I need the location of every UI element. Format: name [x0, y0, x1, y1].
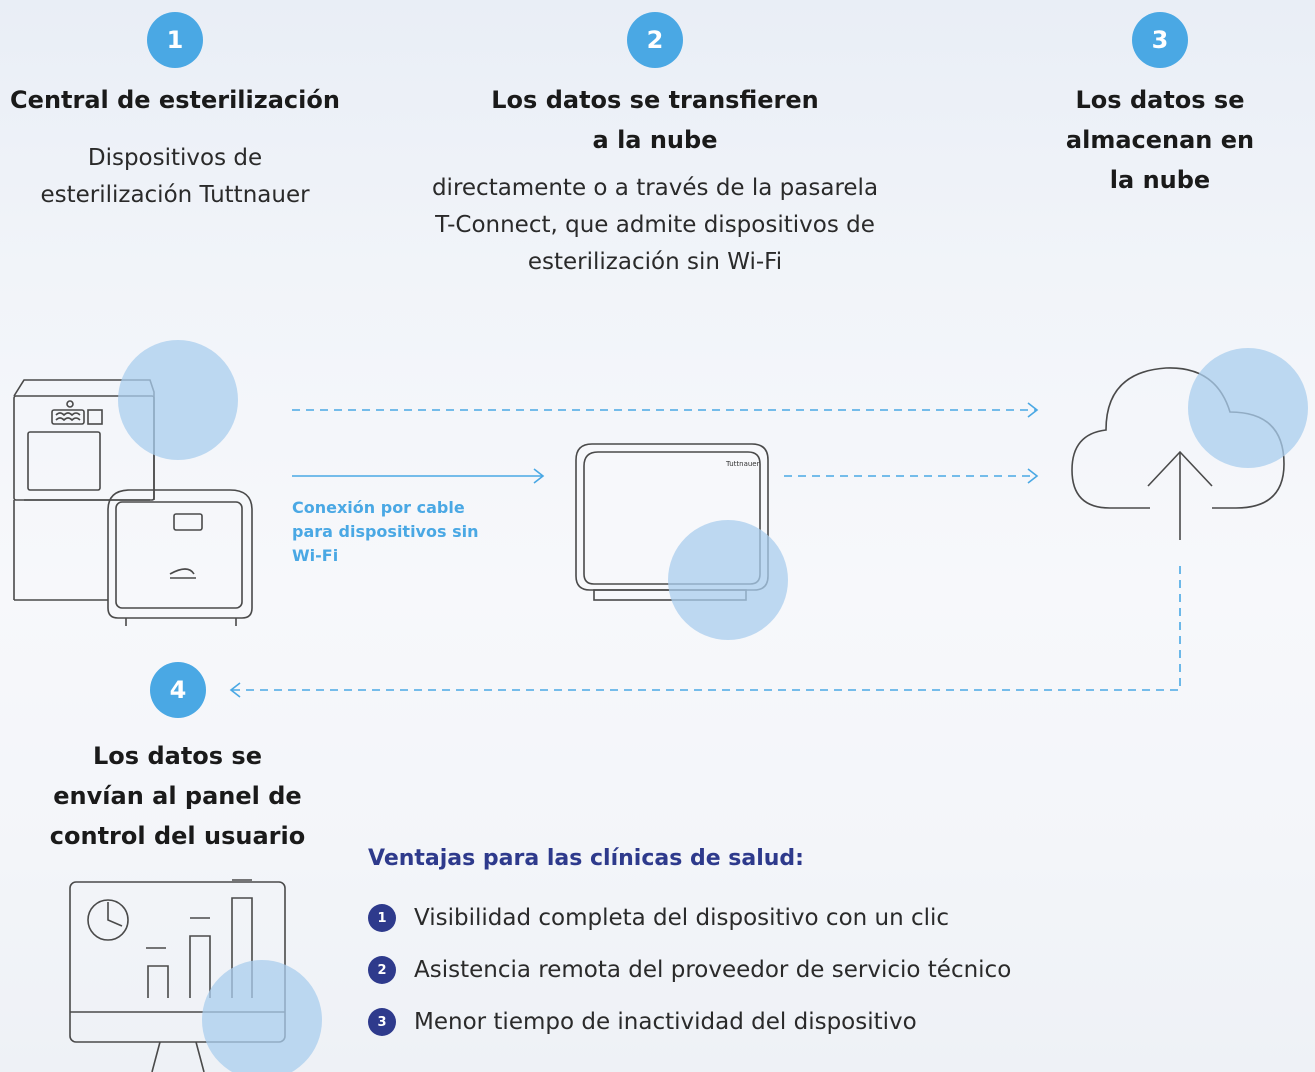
step-1-description: Dispositivos de esterilización Tuttnauer: [40, 145, 310, 208]
connection-lines: [229, 402, 1181, 698]
step-4-title: Los datos se envían al panel de control …: [49, 742, 306, 850]
step-2-badge: 2: [627, 12, 683, 68]
arrow-head-icon: [533, 468, 545, 484]
cloud-upload-illustration: [1071, 367, 1285, 540]
sterilizer-devices-illustration: [13, 379, 253, 626]
gateway-brand: Tuttnauer: [725, 460, 760, 468]
arrow-head-icon: [1027, 402, 1039, 418]
step-3-title: Los datos se almacenan en la nube: [1065, 86, 1255, 194]
benefit-number-badge: 1: [368, 904, 396, 932]
dashboard-monitor-illustration: [69, 879, 286, 1072]
step-4-badge: 4: [150, 662, 206, 718]
step-1-title: Central de esterilización: [10, 86, 340, 114]
benefits-title: Ventajas para las clínicas de salud:: [368, 846, 804, 871]
benefit-number-badge: 2: [368, 956, 396, 984]
benefit-text: Visibilidad completa del dispositivo con…: [414, 905, 950, 931]
accent-circles: [118, 340, 1308, 1072]
benefit-text: Menor tiempo de inactividad del disposit…: [414, 1009, 917, 1035]
benefit-item: 1 Visibilidad completa del dispositivo c…: [368, 904, 949, 932]
step-3-badge: 3: [1132, 12, 1188, 68]
step-2-title: Los datos se transfieren a la nube: [491, 86, 819, 154]
benefit-item: 3 Menor tiempo de inactividad del dispos…: [368, 1008, 917, 1036]
benefit-item: 2 Asistencia remota del proveedor de ser…: [368, 956, 1011, 984]
step-1-badge: 1: [147, 12, 203, 68]
cable-connection-label: Conexión por cable para dispositivos sin…: [292, 498, 479, 565]
benefit-text: Asistencia remota del proveedor de servi…: [414, 957, 1012, 983]
cloud-to-dashboard-line: [232, 566, 1181, 691]
step-2-description: directamente o a través de la pasarela T…: [431, 175, 879, 275]
benefit-number-badge: 3: [368, 1008, 396, 1036]
arrow-head-icon: [1027, 468, 1039, 484]
arrow-head-icon: [229, 682, 241, 698]
